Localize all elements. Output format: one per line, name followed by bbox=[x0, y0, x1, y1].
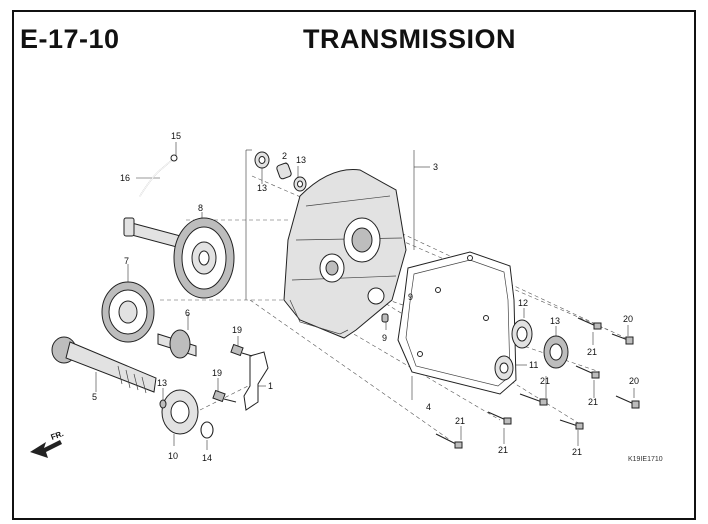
bearing-14 bbox=[543, 335, 569, 369]
transmission-case bbox=[283, 169, 407, 339]
callout-19-upper: 19 bbox=[232, 325, 242, 335]
callout-17: 15 bbox=[171, 131, 181, 141]
output-shaft bbox=[51, 336, 157, 394]
callout-9-lower: 9 bbox=[382, 333, 387, 343]
countershaft-gear bbox=[123, 217, 235, 299]
callout-11: 11 bbox=[529, 360, 538, 370]
callout-3: 3 bbox=[433, 162, 438, 172]
callout-20-lower: 20 bbox=[629, 376, 639, 386]
callout-4: 4 bbox=[426, 402, 431, 412]
callout-19-lower: 19 bbox=[212, 368, 222, 378]
drive-pinion bbox=[157, 329, 197, 359]
cover-bearing-11 bbox=[494, 355, 514, 381]
reference-code: K19IE1710 bbox=[628, 456, 663, 463]
front-direction-arrow: FR. bbox=[30, 429, 65, 458]
callout-13-right: 13 bbox=[296, 155, 306, 165]
callout-20-upper: 20 bbox=[623, 314, 633, 324]
front-direction-label: FR. bbox=[50, 429, 65, 442]
callout-7: 7 bbox=[124, 256, 129, 266]
callout-1: 1 bbox=[268, 381, 273, 391]
breather-tube bbox=[139, 154, 178, 197]
diagram-code: E-17-10 bbox=[20, 24, 120, 54]
callout-21-a: 21 bbox=[587, 347, 597, 357]
diagram-title: TRANSMISSION bbox=[303, 24, 517, 54]
callout-21-d: 21 bbox=[455, 416, 465, 426]
callout-21-c: 21 bbox=[588, 397, 598, 407]
callout-21-f: 21 bbox=[572, 447, 582, 457]
guide-plate bbox=[243, 351, 269, 411]
callout-2: 2 bbox=[282, 151, 287, 161]
callout-6: 6 bbox=[185, 308, 190, 318]
callout-21-b: 21 bbox=[540, 376, 550, 386]
callout-18: 16 bbox=[120, 173, 130, 183]
final-gear bbox=[101, 281, 155, 343]
callout-labels: 15 16 8 7 6 5 13 10 14 19 19 1 2 13 13 3… bbox=[92, 131, 639, 463]
callout-21-e: 21 bbox=[498, 445, 508, 455]
bolts-19 bbox=[212, 343, 253, 403]
top-bearings bbox=[254, 151, 307, 192]
callout-10: 10 bbox=[168, 451, 178, 461]
callout-15: 13 bbox=[157, 378, 167, 388]
callout-5: 5 bbox=[92, 392, 97, 402]
callout-9-upper: 9 bbox=[408, 292, 413, 302]
output-bearing bbox=[161, 389, 199, 435]
callout-8: 8 bbox=[198, 203, 203, 213]
transmission-cover bbox=[397, 251, 517, 395]
callout-13-left: 13 bbox=[257, 183, 267, 193]
bolts-20-21 bbox=[435, 317, 640, 449]
dowel-pin-15 bbox=[159, 399, 167, 409]
callout-14: 13 bbox=[550, 316, 560, 326]
oil-seal-12 bbox=[511, 319, 533, 349]
circlip bbox=[200, 421, 214, 439]
callout-12: 12 bbox=[518, 298, 528, 308]
callout-16: 14 bbox=[202, 453, 212, 463]
